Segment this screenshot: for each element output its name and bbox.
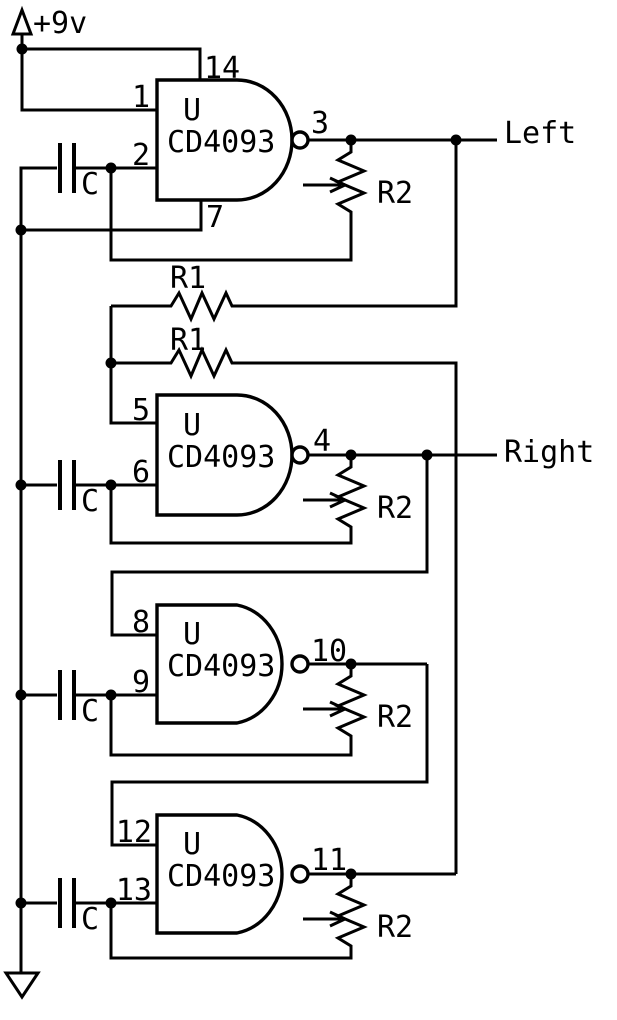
r1-bottom-net-wire [111, 346, 458, 874]
nand-gate-1-bubble [290, 130, 310, 150]
junction-dot [345, 134, 357, 146]
junction-dot [105, 357, 117, 369]
junction-dot [345, 449, 357, 461]
r2-2-net-wire [109, 455, 368, 545]
gate-1-pin-14-label: 14 [204, 51, 240, 86]
junction-dot [345, 868, 357, 880]
r2-2-wiper-arrow [303, 491, 349, 509]
junction-dot [105, 689, 117, 701]
r2-3-label: R2 [377, 700, 413, 735]
gate-1-pin-7-label: 7 [206, 200, 224, 235]
r2-2-label: R2 [377, 491, 413, 526]
nand-gate-4-bubble [290, 864, 310, 884]
gate-3-pin-10-label: 10 [311, 634, 347, 669]
gate-3-pin-8-label: 8 [132, 605, 150, 640]
gate-2-pin-5-label: 5 [132, 393, 150, 428]
ground-rail-wire [19, 166, 203, 973]
cap4-plates [58, 878, 76, 928]
cap-2-label: C [81, 484, 99, 519]
gate-4-pin-13-label: 13 [116, 873, 152, 908]
pin5-net-wire [109, 306, 157, 425]
gate-1-pin-3-label: 3 [311, 106, 329, 141]
r2-4-net-wire [109, 874, 368, 960]
junction-dot [15, 897, 27, 909]
junction-dot [105, 897, 117, 909]
junction-dot [105, 479, 117, 491]
gate-3-ref-label: U [183, 617, 201, 652]
cap3-plates [58, 670, 76, 720]
vcc-net-wire [20, 34, 202, 112]
gate-2-part-label: CD4093 [167, 440, 275, 475]
ground-symbol [3, 971, 41, 1000]
gate-4-ref-label: U [183, 827, 201, 862]
r2-3-wiper-arrow [303, 700, 349, 718]
r2-1-wiper-arrow [303, 176, 349, 194]
rheostat-arrows [303, 176, 349, 928]
cap-3-label: C [81, 694, 99, 729]
r1-top-net-wire [111, 140, 458, 323]
junction-dot [15, 689, 27, 701]
r1-top-label: R1 [170, 261, 206, 296]
nets [19, 34, 497, 973]
gate-2-ref-label: U [183, 408, 201, 443]
vcc-label: +9v [33, 6, 87, 41]
gate-1-ref-label: U [183, 93, 201, 128]
r2-1-label: R2 [377, 176, 413, 211]
nand-gate-3-body [155, 603, 284, 725]
junction-dot [15, 224, 27, 236]
junction-dot [345, 658, 357, 670]
r2-4-wiper-arrow [303, 910, 349, 928]
gate-4-pin-12-label: 12 [116, 815, 152, 850]
gate-4-pin-11-label: 11 [311, 843, 347, 878]
nand-gate-2-bubble [290, 445, 310, 465]
capacitor-plates [58, 143, 76, 928]
cap-4-label: C [81, 902, 99, 937]
gate-2-pin-4-label: 4 [313, 424, 331, 459]
coupling-3-4-wire [110, 664, 429, 847]
gate-bodies [155, 78, 310, 935]
junction-dot [15, 479, 27, 491]
gate-1-pin-1-label: 1 [132, 80, 150, 115]
junction-dot [450, 134, 462, 146]
gate-4-part-label: CD4093 [167, 859, 275, 894]
gate-2-pin-6-label: 6 [132, 455, 150, 490]
junction-dot [421, 449, 433, 461]
junction-dots [15, 43, 462, 909]
r2-4-label: R2 [377, 910, 413, 945]
gate-1-part-label: CD4093 [167, 125, 275, 160]
gate-1-pin-2-label: 2 [132, 138, 150, 173]
vcc-symbol [10, 5, 34, 36]
nand-gate-4-body [155, 813, 284, 935]
junction-dot [105, 162, 117, 174]
gate-3-pin-9-label: 9 [132, 665, 150, 700]
cap-1-label: C [81, 167, 99, 202]
cap2-plates [58, 460, 76, 510]
right-output-label: Right [504, 435, 594, 470]
coupling-2-3-wire [110, 455, 429, 637]
r2-1-net-wire [109, 140, 368, 262]
nand-gate-3-bubble [290, 654, 310, 674]
r2-3-net-wire [109, 664, 368, 757]
cap1-plates [58, 143, 76, 193]
labels: +9v U CD4093 14 1 2 3 7 U CD4093 5 6 4 U… [33, 6, 594, 945]
gate-3-part-label: CD4093 [167, 649, 275, 684]
junction-dot [16, 43, 28, 55]
r1-bottom-label: R1 [170, 323, 206, 358]
left-output-label: Left [504, 116, 576, 151]
